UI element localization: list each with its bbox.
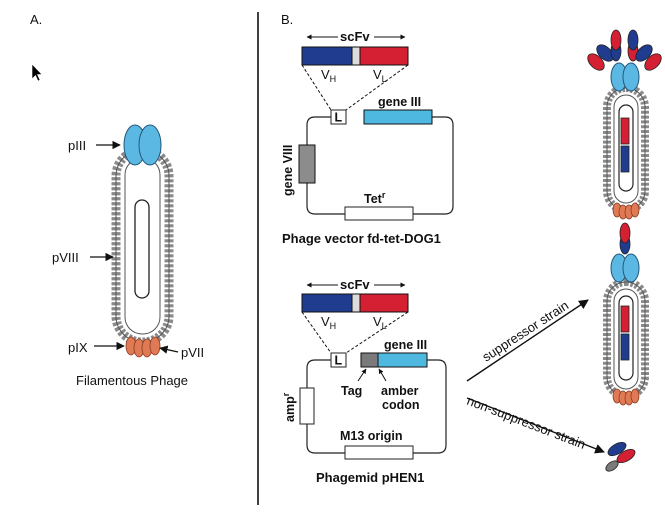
- scfv-label-bottom: scFv: [340, 277, 370, 292]
- gene3-label-top: gene III: [378, 95, 421, 109]
- linker-box-bottom: [330, 352, 347, 368]
- pvii-arrow: [159, 345, 179, 354]
- suppressor-arrow: [466, 299, 589, 382]
- tag-label: Tag: [341, 384, 362, 398]
- panel-b-label: B.: [281, 12, 293, 27]
- linker-segment-top: [351, 46, 361, 66]
- zoom-line-right-top: [345, 64, 409, 111]
- phage-display-top-scfv-gene-red: [620, 117, 630, 145]
- panel-a-label: A.: [30, 12, 42, 27]
- linker-box-top: [330, 109, 347, 125]
- ampr-label: ampr: [281, 392, 297, 422]
- tetr-label: Tetr: [364, 190, 386, 206]
- vl-label-top: VL: [373, 67, 387, 84]
- linker-label-top: L: [335, 111, 343, 125]
- non-suppressor-arrow: [466, 397, 605, 454]
- linker-label-bottom: L: [335, 354, 343, 368]
- vl-label-bottom: VL: [373, 314, 387, 331]
- pix-label: pIX: [68, 340, 88, 355]
- gene3-label-bottom: gene III: [384, 338, 427, 352]
- vh-label-bottom: VH: [321, 314, 336, 331]
- vh-segment-top: [301, 46, 353, 66]
- phage-display-bottom: [603, 222, 649, 406]
- piii-protein: [123, 124, 162, 166]
- pix-pvii-proteins: [125, 336, 161, 358]
- phage-display-top-scfvs: [587, 29, 662, 71]
- pviii-label: pVIII: [52, 250, 79, 265]
- phagemid-caption: Phagemid pHEN1: [316, 470, 424, 485]
- phage-a-dna: [134, 199, 150, 299]
- pvii-label: pVII: [181, 345, 204, 360]
- phage-diagram-a: pIII pVIII pIX pVII Filamentous Phage: [52, 124, 204, 388]
- gene3-box-bottom: [377, 352, 428, 368]
- m13-origin-label: M13 origin: [340, 429, 403, 443]
- vl-segment-bottom: [359, 293, 409, 313]
- zoom-line-left-top: [301, 64, 332, 111]
- soluble-scfv: [605, 441, 636, 472]
- cursor-icon: [31, 63, 43, 82]
- phage-display-bottom-scfv-gene-red: [620, 305, 630, 333]
- amber-label: amber: [381, 384, 419, 398]
- zoom-line-right-bottom: [345, 311, 409, 354]
- tag-arrow: [357, 368, 367, 382]
- phage-display-top-scfv-gene-blue: [620, 145, 630, 173]
- codon-label: codon: [382, 398, 420, 412]
- piii-label: pIII: [68, 138, 86, 153]
- vl-segment-top: [359, 46, 409, 66]
- phage-display-bottom-scfv-gene-blue: [620, 333, 630, 361]
- phage-vector-caption: Phage vector fd-tet-DOG1: [282, 231, 441, 246]
- tetr-box: [344, 206, 414, 221]
- gene3-box-top: [363, 109, 433, 125]
- vh-label-top: VH: [321, 67, 336, 84]
- non-suppressor-label: non-suppressor strain: [465, 393, 588, 452]
- amber-arrow: [378, 368, 387, 382]
- phagemid: scFv VH VL L gene III Tag amber codon am…: [281, 277, 447, 485]
- tag-box: [360, 352, 379, 368]
- scfv-label-top: scFv: [340, 29, 370, 44]
- gene8-label: gene VIII: [281, 145, 295, 196]
- vh-segment-bottom: [301, 293, 353, 313]
- ampr-box: [299, 387, 315, 425]
- panel-a-caption: Filamentous Phage: [76, 373, 188, 388]
- zoom-line-left-bottom: [301, 311, 332, 354]
- gene8-box: [298, 144, 316, 184]
- suppressor-label: suppressor strain: [479, 298, 571, 365]
- phage-display-top: [587, 29, 662, 220]
- linker-segment-bottom: [351, 293, 361, 313]
- m13-origin-box: [344, 445, 414, 460]
- phage-vector: scFv VH VL L gene III gene VIII Tetr Pha…: [281, 29, 454, 246]
